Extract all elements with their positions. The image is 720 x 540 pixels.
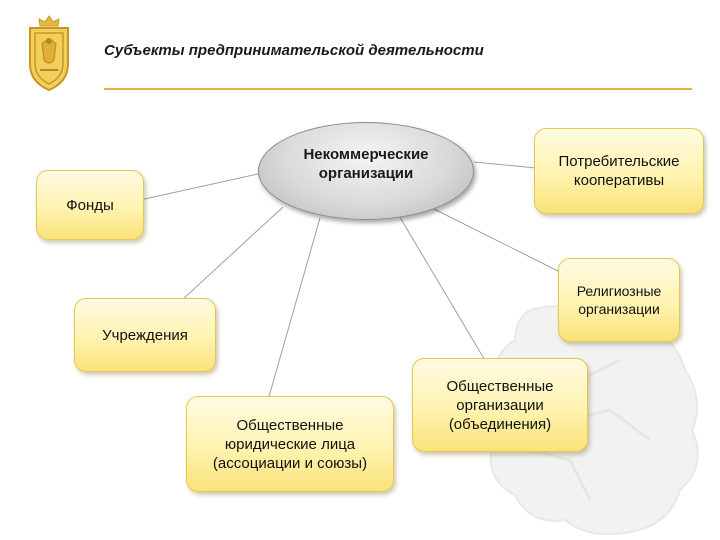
node-label: Фонды [66, 196, 114, 214]
center-node-nekommercheskie: Некоммерческие организации [258, 122, 474, 220]
node-label: Учреждения [102, 326, 188, 344]
node-uchrezhdeniya: Учреждения [74, 298, 216, 372]
node-yurlitsa: Общественные юридические лица (ассоциаци… [186, 396, 394, 492]
node-religioznye: Религиозные организации [558, 258, 680, 342]
node-fondy: Фонды [36, 170, 144, 240]
node-obshchestvennye-organizatsii: Общественные организации (объединения) [412, 358, 588, 452]
node-label: Религиозные организации [576, 283, 662, 317]
node-label: Общественные юридические лица (ассоциаци… [212, 416, 368, 472]
page-title: Субъекты предпринимательской деятельност… [104, 42, 484, 59]
coat-of-arms-icon [29, 15, 69, 92]
title-divider [104, 88, 692, 90]
node-label: Общественные организации (объединения) [446, 377, 554, 433]
node-label: Потребительские кооперативы [558, 153, 680, 189]
node-potrebitelskie-kooperativy: Потребительские кооперативы [534, 128, 704, 214]
center-node-label: Некоммерческие организации [303, 146, 429, 182]
